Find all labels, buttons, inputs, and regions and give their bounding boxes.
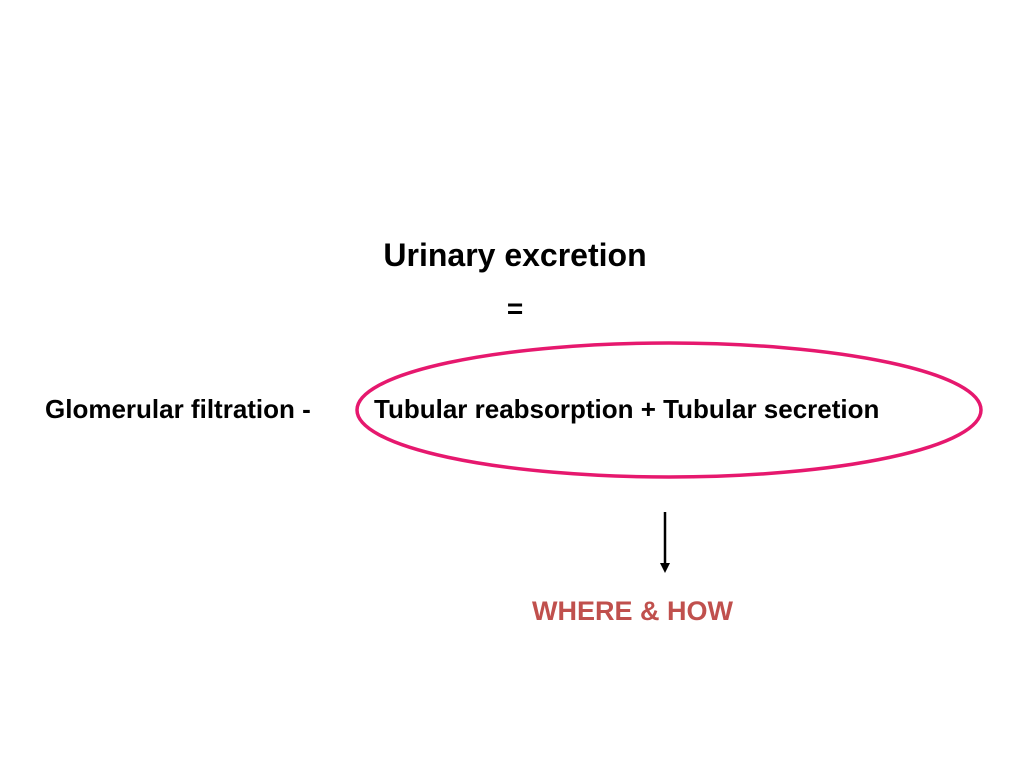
equation-title: Urinary excretion <box>383 237 647 273</box>
term-reabsorption-secretion: Tubular reabsorption + Tubular secretion <box>374 394 880 424</box>
term-glomerular-filtration: Glomerular filtration - <box>45 394 311 424</box>
where-how-annotation: WHERE & HOW <box>532 596 733 626</box>
equals-sign: = <box>506 293 524 324</box>
down-arrow-head <box>660 563 670 573</box>
